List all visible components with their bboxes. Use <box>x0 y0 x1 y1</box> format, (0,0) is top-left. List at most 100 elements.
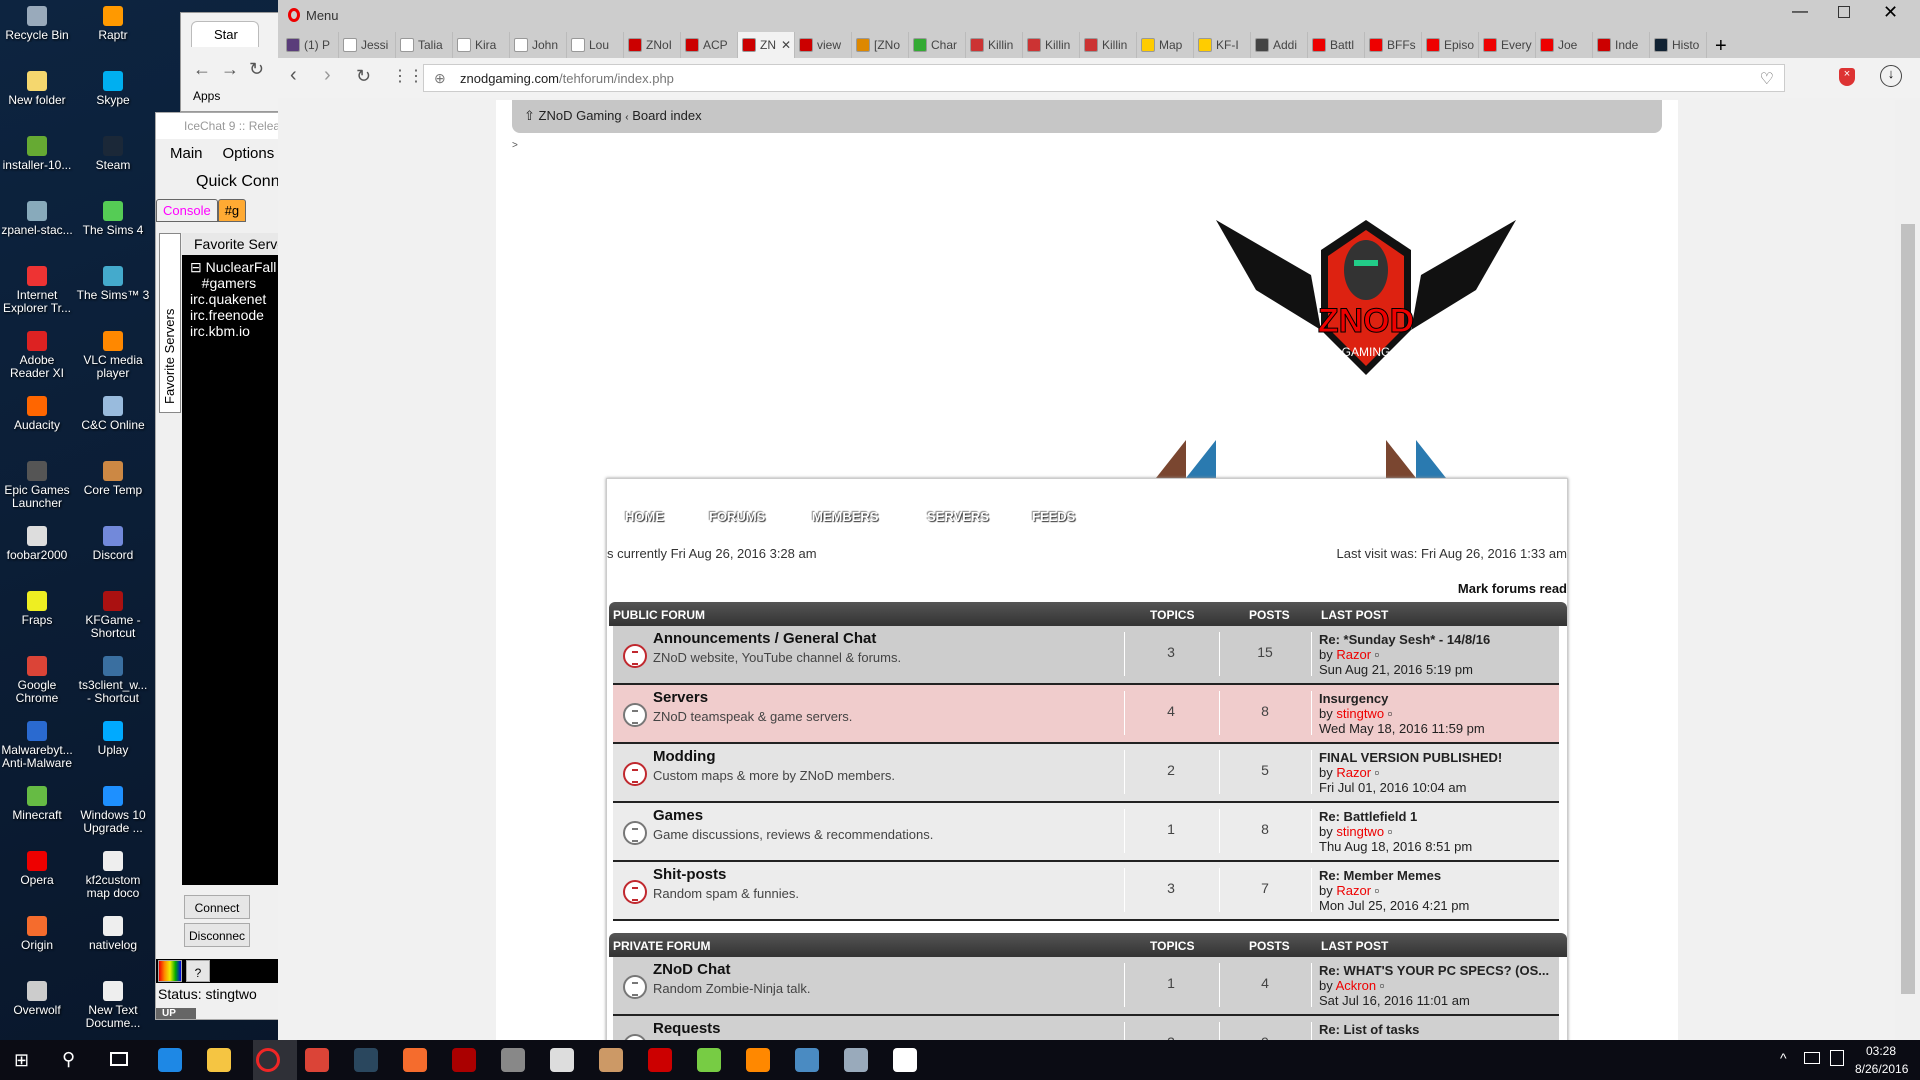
user-link[interactable]: Razor <box>1336 765 1372 780</box>
nav-members[interactable]: MEMBERS <box>812 509 879 524</box>
forward-button[interactable]: › <box>324 64 331 86</box>
desktop-icon[interactable]: Opera <box>0 849 74 913</box>
tab-close-icon[interactable]: ✕ <box>780 38 791 52</box>
task-view-button[interactable] <box>110 1052 128 1066</box>
forum-title-link[interactable]: Requests <box>653 1020 721 1037</box>
browser-tab[interactable]: ACP <box>681 32 738 58</box>
forum-title-link[interactable]: Games <box>653 807 704 824</box>
connect-button[interactable]: Connect <box>184 895 250 919</box>
menu-main[interactable]: Main <box>170 145 203 162</box>
server-tree-item[interactable]: #gamers <box>190 275 257 291</box>
tab-console[interactable]: Console <box>156 199 218 222</box>
favorite-servers-sidebar[interactable]: Favorite Servers <box>159 233 181 413</box>
browser-tab[interactable]: [ZNo <box>852 32 909 58</box>
menu-button[interactable]: Menu <box>306 8 339 23</box>
reload-button[interactable]: ↻ <box>356 66 372 86</box>
desktop-icon[interactable]: C&C Online <box>76 394 150 458</box>
server-tree-item[interactable]: ⊟ NuclearFall <box>190 259 277 275</box>
network-icon[interactable] <box>1804 1052 1820 1064</box>
taskbar-file-explorer-icon[interactable] <box>207 1048 231 1072</box>
view-latest-post-icon[interactable]: ▫ <box>1374 883 1380 898</box>
chrome-window-background[interactable]: Star ←→↻ Apps <box>180 12 290 112</box>
desktop-icon[interactable]: Malwarebyt... Anti-Malware <box>0 719 74 783</box>
server-tree-item[interactable]: irc.quakenet <box>190 291 267 307</box>
user-link[interactable]: Ackron <box>1335 978 1377 993</box>
notification-icon[interactable] <box>1830 1050 1844 1066</box>
browser-tab[interactable]: (1) P <box>282 32 339 58</box>
forum-title-link[interactable]: ZNoD Chat <box>653 961 731 978</box>
znod-logo[interactable]: ZNOD GAMING <box>1216 220 1516 380</box>
taskbar-app-icon[interactable] <box>501 1048 525 1072</box>
desktop-icon[interactable]: The Sims™ 3 <box>76 264 150 328</box>
browser-tab[interactable]: Inde <box>1593 32 1650 58</box>
taskbar-notepad-plus-icon[interactable] <box>697 1048 721 1072</box>
forum-title-link[interactable]: Servers <box>653 689 709 706</box>
desktop-icon[interactable]: Epic Games Launcher <box>0 459 74 523</box>
breadcrumb-board-index[interactable]: Board index <box>632 108 702 123</box>
browser-tab[interactable]: Killin <box>1023 32 1080 58</box>
desktop-icon[interactable]: VLC media player <box>76 329 150 393</box>
nav-home[interactable]: HOME <box>625 509 664 524</box>
disconnect-button[interactable]: Disconnec <box>184 923 250 947</box>
clock-date[interactable]: 8/26/2016 <box>1855 1062 1909 1076</box>
desktop-icon[interactable]: Skype <box>76 69 150 133</box>
color-picker-button[interactable] <box>158 960 182 982</box>
user-link[interactable]: stingtwo <box>1336 706 1385 721</box>
last-post-title-link[interactable]: Insurgency <box>1319 691 1389 706</box>
last-post-title-link[interactable]: Re: *Sunday Sesh* - 14/8/16 <box>1319 632 1491 647</box>
desktop-icon[interactable]: kf2custom map doco <box>76 849 150 913</box>
view-latest-post-icon[interactable]: ▫ <box>1379 978 1385 993</box>
help-button[interactable]: ? <box>186 960 210 982</box>
server-tree-item[interactable]: irc.kbm.io <box>190 323 250 339</box>
speed-dial-grid-icon[interactable]: ⋮⋮ <box>392 68 424 85</box>
last-post-title-link[interactable]: Re: Member Memes <box>1319 868 1442 883</box>
desktop-icon[interactable]: ts3client_w... - Shortcut <box>76 654 150 718</box>
chrome-tab[interactable]: Star <box>191 21 259 47</box>
view-latest-post-icon[interactable]: ▫ <box>1387 824 1393 839</box>
desktop-icon[interactable]: KFGame - Shortcut <box>76 589 150 653</box>
taskbar-chrome-icon[interactable] <box>305 1048 329 1072</box>
browser-tab[interactable]: Histo <box>1650 32 1707 58</box>
desktop-icon[interactable]: nativelog <box>76 914 150 978</box>
desktop-icon[interactable]: Adobe Reader XI <box>0 329 74 393</box>
desktop-icon[interactable]: Overwolf <box>0 979 74 1043</box>
forum-row[interactable]: Requests39Re: List of tasks <box>613 1016 1559 1040</box>
browser-tab[interactable]: ZN✕ <box>738 32 795 58</box>
desktop-icon[interactable]: Minecraft <box>0 784 74 848</box>
clock-time[interactable]: 03:28 <box>1866 1044 1897 1058</box>
back-button[interactable]: ‹ <box>290 64 297 86</box>
desktop-icon[interactable]: Raptr <box>76 4 150 68</box>
desktop-icon[interactable]: Windows 10 Upgrade ... <box>76 784 150 848</box>
view-latest-post-icon[interactable]: ▫ <box>1387 706 1393 721</box>
browser-tab[interactable]: Jessi <box>339 32 396 58</box>
taskbar-filezilla-icon[interactable] <box>648 1048 672 1072</box>
taskbar-edge-icon[interactable] <box>158 1048 182 1072</box>
taskbar-globe-icon[interactable] <box>795 1048 819 1072</box>
mark-forums-read-link[interactable]: Mark forums read <box>1457 581 1567 596</box>
desktop-icon[interactable]: zpanel-stac... <box>0 199 74 263</box>
desktop-icon[interactable]: New folder <box>0 69 74 133</box>
browser-tab[interactable]: Episo <box>1422 32 1479 58</box>
last-post-title-link[interactable]: Re: List of tasks <box>1319 1022 1420 1037</box>
browser-tab[interactable]: view <box>795 32 852 58</box>
browser-tab[interactable]: Addi <box>1251 32 1308 58</box>
desktop-icon[interactable]: Discord <box>76 524 150 588</box>
menu-options[interactable]: Options <box>222 145 275 162</box>
quick-connect-button[interactable]: Quick Connect <box>196 173 278 190</box>
desktop-icon[interactable]: Google Chrome <box>0 654 74 718</box>
taskbar-overwolf-icon[interactable] <box>550 1048 574 1072</box>
desktop-icon[interactable]: The Sims 4 <box>76 199 150 263</box>
user-link[interactable]: Razor <box>1336 647 1372 662</box>
search-button[interactable]: ⚲ <box>62 1049 76 1069</box>
taskbar-app3-icon[interactable] <box>844 1048 868 1072</box>
scroll-up-button[interactable]: UP <box>156 1008 196 1019</box>
taskbar-clapper-icon[interactable] <box>893 1048 917 1072</box>
heart-bookmark-icon[interactable]: ♡ <box>1759 71 1774 88</box>
desktop-icon[interactable]: Fraps <box>0 589 74 653</box>
taskbar-origin-icon[interactable] <box>403 1048 427 1072</box>
taskbar-app2-icon[interactable] <box>599 1048 623 1072</box>
desktop-icon[interactable]: Uplay <box>76 719 150 783</box>
forum-title-link[interactable]: Shit-posts <box>653 866 727 883</box>
new-tab-button[interactable]: + <box>1715 35 1727 57</box>
